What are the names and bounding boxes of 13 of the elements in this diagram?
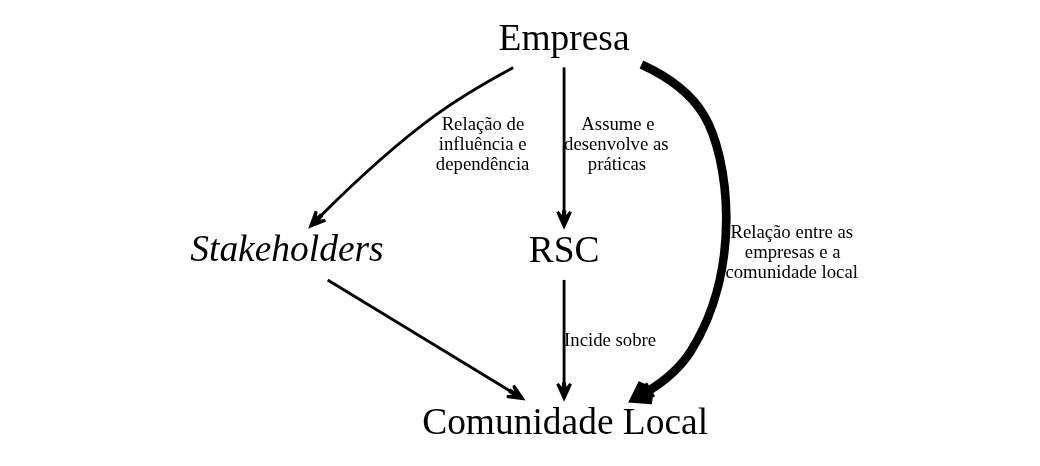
arrow (630, 60, 731, 405)
edge-label: Relação entre as empresas e a comunidade local (724, 220, 858, 283)
node-text: Comunidade Local (421, 401, 708, 443)
node-text: Stakeholders (189, 227, 384, 269)
edge-label: Relação de influência e dependência (435, 112, 529, 175)
node-text: Empresa (498, 16, 630, 58)
edge-label: Incide sobre (563, 328, 656, 350)
arrow (326, 278, 524, 401)
arrow (308, 66, 514, 228)
arrow (555, 279, 572, 400)
arrow (555, 67, 572, 228)
edge-label: Assume e desenvolve as práticas (563, 112, 669, 175)
node-text: RSC (528, 229, 600, 271)
